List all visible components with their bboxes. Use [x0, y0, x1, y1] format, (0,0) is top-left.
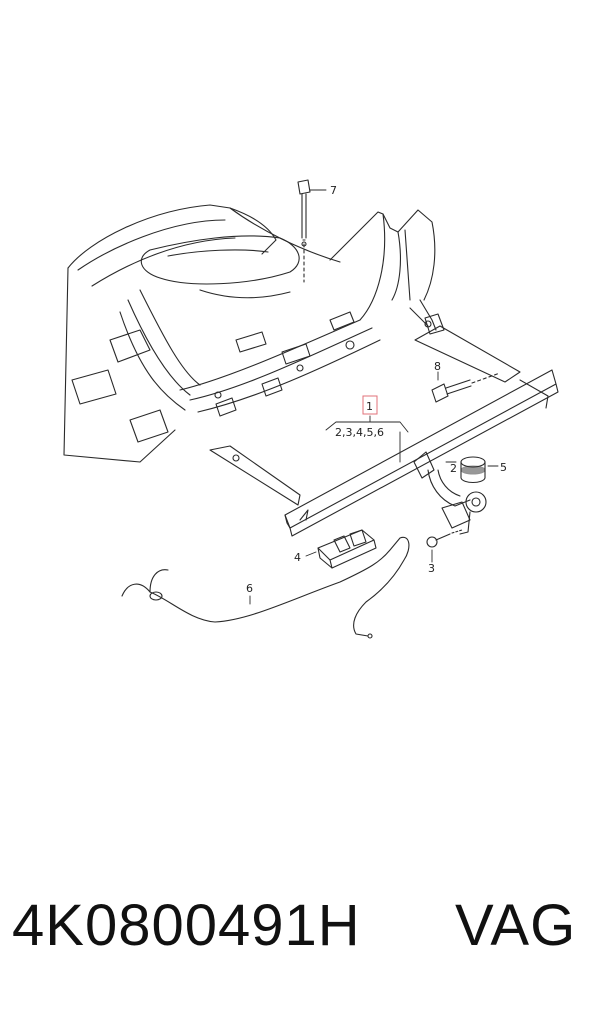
- socket-bracket: [317, 529, 377, 569]
- callout-wiring-harness: 6: [246, 582, 253, 595]
- callout-upper-bolt: 7: [330, 184, 337, 197]
- upper-bolt: [297, 179, 311, 283]
- callout-socket-bracket: 4: [294, 551, 301, 564]
- callout-bumper-pad: 2: [450, 462, 457, 475]
- callout-sub-parts: 2,3,4,5,6: [335, 426, 384, 439]
- car-body-rear: [63, 204, 437, 463]
- wiring-harness: [121, 536, 410, 639]
- leader-lines: [249, 189, 499, 605]
- bumper-pad: [460, 456, 486, 484]
- callout-highlight-box: [362, 395, 378, 415]
- ball-head-bolt: [426, 529, 463, 548]
- callout-main-assembly: 1: [366, 400, 373, 413]
- ball-head-assembly: [413, 451, 487, 535]
- product-caption: 4K0800491H VAG: [0, 880, 600, 990]
- brand-label: VAG: [455, 893, 577, 958]
- exploded-parts-diagram: 1 2,3,4,5,6 2 5 3 4 6 7 8: [63, 179, 559, 639]
- side-bolt: [431, 372, 501, 403]
- callout-side-bolt: 8: [434, 360, 441, 373]
- towbar-crossbeam: [209, 313, 559, 537]
- callout-cap: 5: [500, 461, 507, 474]
- callout-ball-head-bolt: 3: [428, 562, 435, 575]
- part-number: 4K0800491H: [12, 893, 361, 958]
